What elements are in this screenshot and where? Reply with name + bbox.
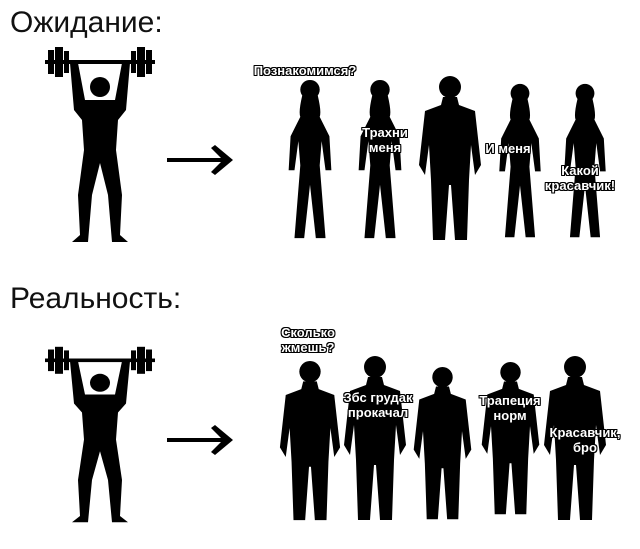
speech-caption: Сколько жмешь? bbox=[281, 325, 335, 355]
speech-caption: Трапеция норм bbox=[479, 393, 541, 423]
woman-silhouette-icon bbox=[555, 82, 615, 242]
woman-silhouette-icon bbox=[490, 82, 550, 242]
speech-caption: Збс грудак прокачал bbox=[343, 390, 413, 420]
reality-heading: Реальность: bbox=[10, 282, 182, 315]
speech-caption: Красавчик, бро bbox=[549, 425, 621, 455]
weightlifter-silhouette-icon bbox=[40, 345, 160, 525]
man-silhouette-icon bbox=[478, 355, 543, 525]
arrow-right-icon bbox=[165, 425, 235, 455]
arrow-right-icon bbox=[165, 145, 235, 175]
speech-caption: Познакомимся? bbox=[253, 63, 357, 78]
woman-silhouette-icon bbox=[350, 78, 410, 243]
man-silhouette-icon bbox=[415, 75, 485, 245]
expectation-heading: Ожидание: bbox=[10, 6, 163, 39]
speech-caption: И меня bbox=[485, 141, 531, 156]
man-silhouette-icon bbox=[275, 360, 345, 525]
man-silhouette-icon bbox=[340, 355, 410, 525]
speech-caption: Трахни меня bbox=[362, 125, 408, 155]
speech-caption: Какой красавчик! bbox=[544, 163, 616, 193]
woman-silhouette-icon bbox=[280, 78, 340, 243]
man-silhouette-icon bbox=[410, 365, 475, 525]
weightlifter-silhouette-icon bbox=[40, 45, 160, 245]
